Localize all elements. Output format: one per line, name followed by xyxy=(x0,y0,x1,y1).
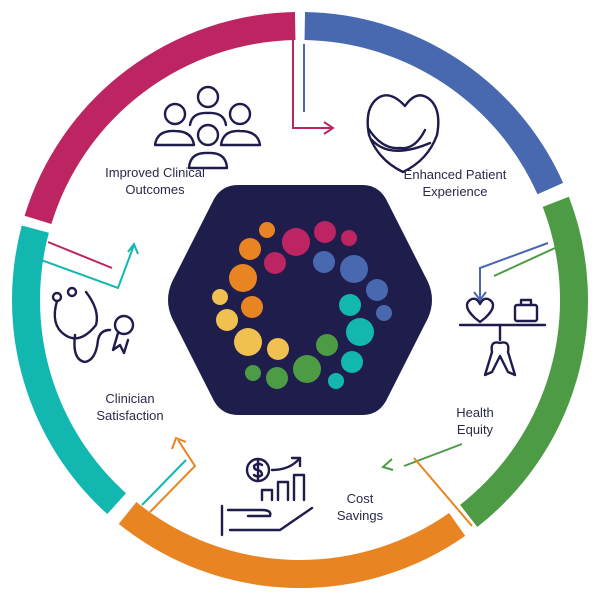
people-group-icon xyxy=(153,85,262,170)
logo-dot-magenta xyxy=(264,252,286,274)
label-line: Health xyxy=(456,405,494,420)
connector-arrow xyxy=(21,241,139,290)
ring-segment-green xyxy=(460,196,588,527)
dollar-growth-hand-icon xyxy=(220,456,314,537)
logo-dot-teal xyxy=(339,294,361,316)
logo-dot-orange xyxy=(241,296,263,318)
label-enhanced-patient-experience: Enhanced Patient Experience xyxy=(390,166,520,200)
logo-dot-magenta xyxy=(314,221,336,243)
ring-segment-magenta xyxy=(24,12,296,224)
ring-segment-teal xyxy=(12,225,127,515)
logo-dot-yellow xyxy=(212,289,228,305)
label-line: Experience xyxy=(422,184,488,199)
logo-dot-yellow xyxy=(216,309,238,331)
label-line: Enhanced Patient xyxy=(403,167,507,182)
label-line: Clinician xyxy=(105,391,155,406)
logo-dot-blue xyxy=(340,255,368,283)
balance-heart-briefcase-ribbon-icon xyxy=(458,297,547,377)
logo-dot-orange xyxy=(259,222,275,238)
logo-dot-yellow xyxy=(267,338,289,360)
logo-dot-magenta xyxy=(282,228,310,256)
logo-dot-magenta xyxy=(341,230,357,246)
label-line: Satisfaction xyxy=(96,408,164,423)
label-health-equity: Health Equity xyxy=(440,404,510,438)
logo-dot-teal xyxy=(328,373,344,389)
connector-arrow xyxy=(413,457,473,527)
label-line: Improved Clinical xyxy=(105,165,205,180)
logo-dot-yellow xyxy=(234,328,262,356)
logo-dot-orange xyxy=(229,264,257,292)
connector-arrow xyxy=(149,436,197,513)
label-cost-savings: Cost Savings xyxy=(325,490,395,524)
logo-dot-blue xyxy=(366,279,388,301)
heart-hug-icon xyxy=(366,94,440,174)
label-line: Equity xyxy=(456,422,494,437)
ring-segment-blue xyxy=(304,12,564,195)
logo-dot-orange xyxy=(239,238,261,260)
label-line: Cost xyxy=(346,491,374,506)
connector-arrow xyxy=(380,443,463,471)
logo-dot-green xyxy=(316,334,338,356)
logo-dot-green xyxy=(266,367,288,389)
ring-segment-orange xyxy=(118,502,466,588)
label-clinician-satisfaction: Clinician Satisfaction xyxy=(75,390,185,424)
label-line: Outcomes xyxy=(125,182,185,197)
center-hexagon xyxy=(168,185,432,415)
logo-dot-blue xyxy=(313,251,335,273)
connector-arrow xyxy=(292,14,335,135)
outer-ring xyxy=(12,12,588,588)
connector-arrow xyxy=(141,459,187,506)
label-line: Savings xyxy=(336,508,384,523)
connector-arrow xyxy=(473,242,549,302)
logo-dot-blue xyxy=(376,305,392,321)
logo-dot-teal xyxy=(341,351,363,373)
stethoscope-award-icon xyxy=(51,286,135,364)
logo-dot-green xyxy=(245,365,261,381)
label-improved-clinical-outcomes: Improved Clinical Outcomes xyxy=(80,164,230,198)
connector-arrow xyxy=(47,241,113,269)
logo-dots xyxy=(212,221,392,389)
connector-arrow xyxy=(493,247,556,277)
logo-dot-teal xyxy=(346,318,374,346)
logo-dot-green xyxy=(293,355,321,383)
connector-arrows xyxy=(21,14,556,527)
